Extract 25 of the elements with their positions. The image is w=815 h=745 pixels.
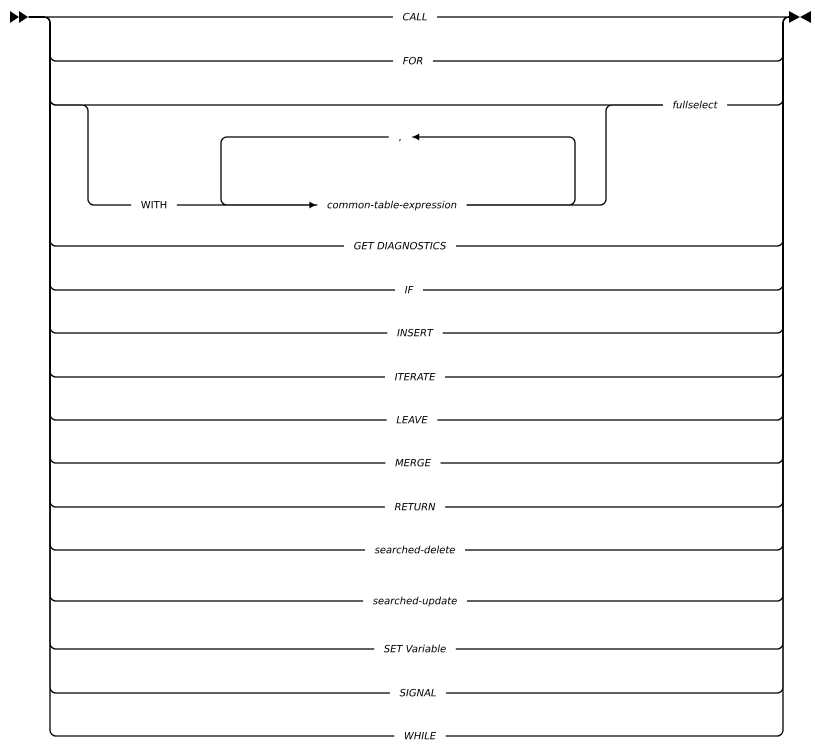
syntax-term: WHILE	[404, 732, 436, 740]
syntax-term: GET DIAGNOSTICS	[354, 242, 446, 250]
arrow	[220, 136, 389, 208]
railroad-line	[176, 204, 318, 206]
end-marker	[789, 11, 811, 23]
syntax-term: RETURN	[394, 503, 436, 510]
syntax-term: FOR	[403, 56, 422, 64]
syntax-term: fullselect	[673, 100, 718, 108]
railroad-line	[437, 16, 788, 18]
syntax-term: IF	[404, 286, 414, 294]
syntax-term: MERGE	[395, 458, 431, 466]
syntax-term: ITERATE	[394, 373, 436, 380]
syntax-term: LEAVE	[396, 416, 428, 424]
syntax-term: searched-update	[372, 596, 457, 606]
syntax-term: CALL	[403, 12, 427, 20]
railroad-line	[466, 104, 663, 206]
syntax-term: ,	[399, 139, 401, 142]
syntax-term: SET Variable	[384, 644, 446, 652]
start-marker	[10, 11, 28, 23]
syntax-term: WITH	[141, 201, 166, 208]
syntax-term: SIGNAL	[400, 688, 436, 696]
arrow	[412, 134, 576, 206]
syntax-term: common-table-expression	[327, 200, 456, 210]
syntax-term: INSERT	[397, 328, 434, 336]
syntax-term: searched-delete	[374, 546, 455, 554]
